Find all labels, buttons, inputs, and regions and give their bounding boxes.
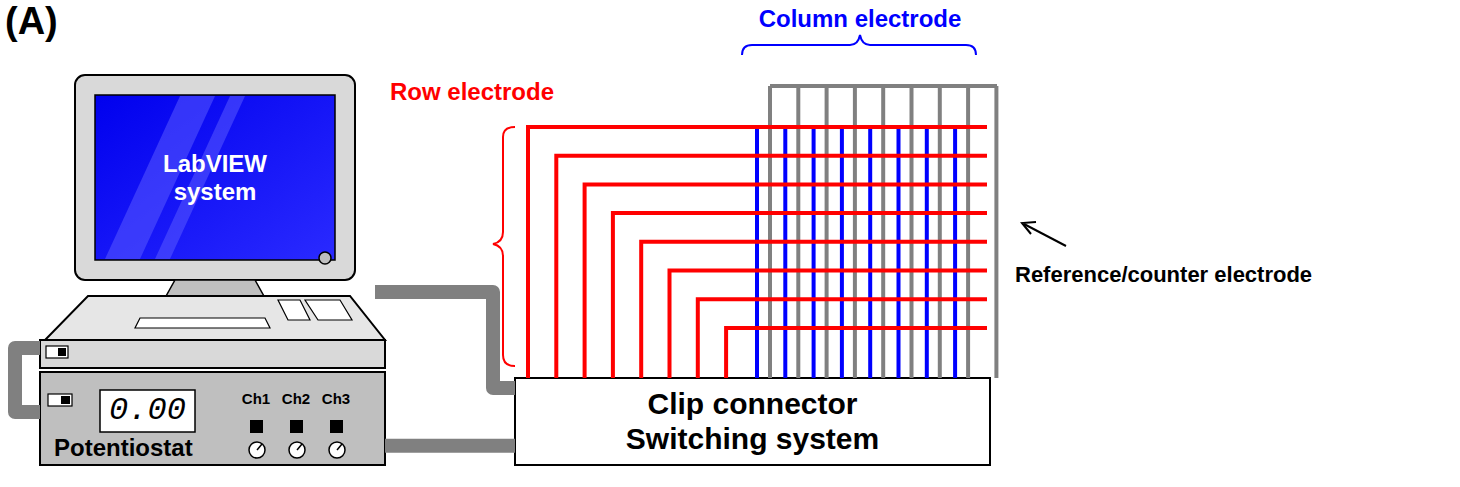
display [100, 390, 195, 432]
touchpad [135, 318, 270, 328]
node-text: Ch1 [242, 390, 270, 407]
label-text: Reference/counter electrode [1015, 262, 1312, 288]
node-text: Ch2 [282, 390, 310, 407]
channel-button [290, 420, 303, 433]
electrode-line [994, 86, 998, 378]
electrode-line [853, 86, 857, 378]
leader-arrowhead [1022, 222, 1036, 234]
electrode-line [897, 125, 901, 378]
channel-button [250, 420, 263, 433]
drive-slot [305, 300, 352, 320]
row-electrode-line [613, 213, 987, 378]
node-text: Ch3 [322, 390, 350, 407]
electrode-line [783, 125, 787, 378]
column-brace [742, 35, 976, 55]
electrode-line [910, 86, 914, 378]
keyboard-top [45, 296, 385, 340]
electrode-line [938, 86, 942, 378]
label-text: Row electrode [390, 78, 554, 106]
row-electrode-line [585, 184, 987, 378]
drive-slot [278, 300, 310, 320]
electrode-line [768, 86, 772, 378]
cable [385, 439, 515, 453]
switch [48, 394, 72, 406]
monitor-frame [75, 75, 355, 280]
electrode-line [925, 125, 929, 378]
row-electrode-line [641, 242, 987, 378]
electrode-line [953, 125, 957, 378]
electrode-line [796, 86, 800, 378]
monitor-screen [95, 95, 335, 260]
label-text: (A) [5, 0, 58, 43]
electrode-line [966, 86, 970, 378]
potentiostat-case [40, 372, 385, 465]
row-electrode-line [670, 271, 988, 379]
node-text: Potentiostat [54, 434, 193, 462]
cable [15, 348, 40, 412]
laptop-front [40, 340, 385, 368]
power-button [319, 252, 331, 264]
electrode-line [812, 125, 816, 378]
channel-button [330, 420, 343, 433]
node-text: 0.00 [109, 393, 186, 430]
electrode-line [825, 86, 829, 378]
leader-arrow [1024, 224, 1066, 246]
row-electrode-line [726, 328, 987, 378]
row-electrode-line [528, 127, 987, 378]
row-electrode-line [556, 156, 987, 378]
node-text: LabVIEW system [140, 150, 290, 205]
electrode-array [528, 86, 997, 378]
switch [46, 346, 68, 358]
electrode-line [868, 125, 872, 378]
knobs [249, 442, 345, 458]
switch [58, 348, 66, 356]
electrode-line [840, 125, 844, 378]
row-electrode-line [698, 299, 987, 378]
label-text: Column electrode [759, 5, 962, 33]
computer: LabVIEW system [40, 70, 385, 368]
potentiostat: 0.00 Ch1 Ch2 Ch3Potentiostat [40, 372, 385, 465]
connector-box: Clip connector Switching system [515, 378, 990, 465]
electrode-line [755, 125, 759, 378]
cable [375, 292, 515, 388]
node-text: Clip connector Switching system [623, 387, 883, 456]
connector-box [515, 378, 990, 465]
electrode-line [881, 86, 885, 378]
switch [61, 396, 70, 404]
